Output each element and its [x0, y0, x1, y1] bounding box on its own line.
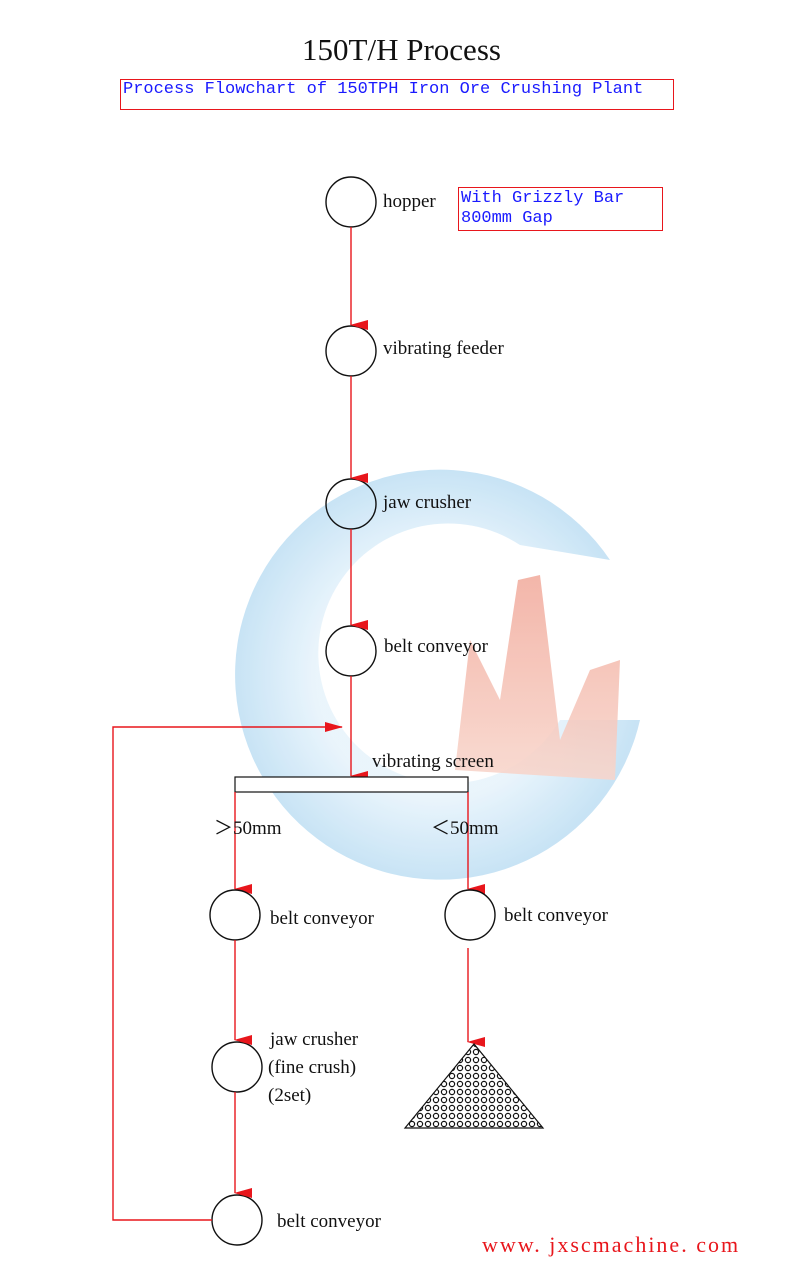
belt-conveyor-label: belt conveyor — [384, 636, 488, 657]
belt-conveyor-node — [325, 625, 377, 677]
fine-jaw-crusher-label-3: (2set) — [268, 1085, 312, 1106]
vibrating-screen-box — [234, 776, 469, 793]
vibrating-feeder-node — [325, 325, 377, 377]
oversize-label: ＞50mm — [214, 818, 282, 839]
page-title: 150T/H Process — [302, 32, 501, 67]
fine-jaw-crusher-label-1: jaw crusher — [270, 1029, 359, 1050]
fine-jaw-crusher-node — [211, 1041, 263, 1093]
belt-conveyor-right-node — [444, 889, 496, 941]
vibrating-feeder-label: vibrating feeder — [383, 338, 504, 359]
fine-jaw-crusher-label-2: (fine crush) — [268, 1057, 357, 1078]
belt-conveyor-left-node — [209, 889, 261, 941]
hopper-label: hopper — [383, 191, 436, 212]
grizzly-note-line1: With Grizzly Bar — [461, 189, 625, 208]
subtitle: Process Flowchart of 150TPH Iron Ore Cru… — [123, 80, 644, 99]
grizzly-note-line2: 800mm Gap — [461, 209, 553, 228]
website-watermark: www. jxscmachine. com — [482, 1232, 741, 1257]
belt-conveyor-bottom-label: belt conveyor — [277, 1211, 381, 1232]
jaw-crusher-label: jaw crusher — [383, 492, 472, 513]
belt-conveyor-bottom-node — [211, 1194, 263, 1246]
belt-conveyor-left-label: belt conveyor — [270, 908, 374, 929]
grizzly-note-frame — [458, 187, 663, 231]
stockpile-icon — [403, 1043, 545, 1129]
hopper-node — [325, 176, 377, 228]
vibrating-screen-label: vibrating screen — [372, 751, 494, 772]
belt-conveyor-right-label: belt conveyor — [504, 905, 608, 926]
subtitle-frame — [120, 79, 674, 110]
undersize-label: ＜50mm — [431, 818, 499, 839]
return-loop-arrow — [112, 722, 343, 1221]
